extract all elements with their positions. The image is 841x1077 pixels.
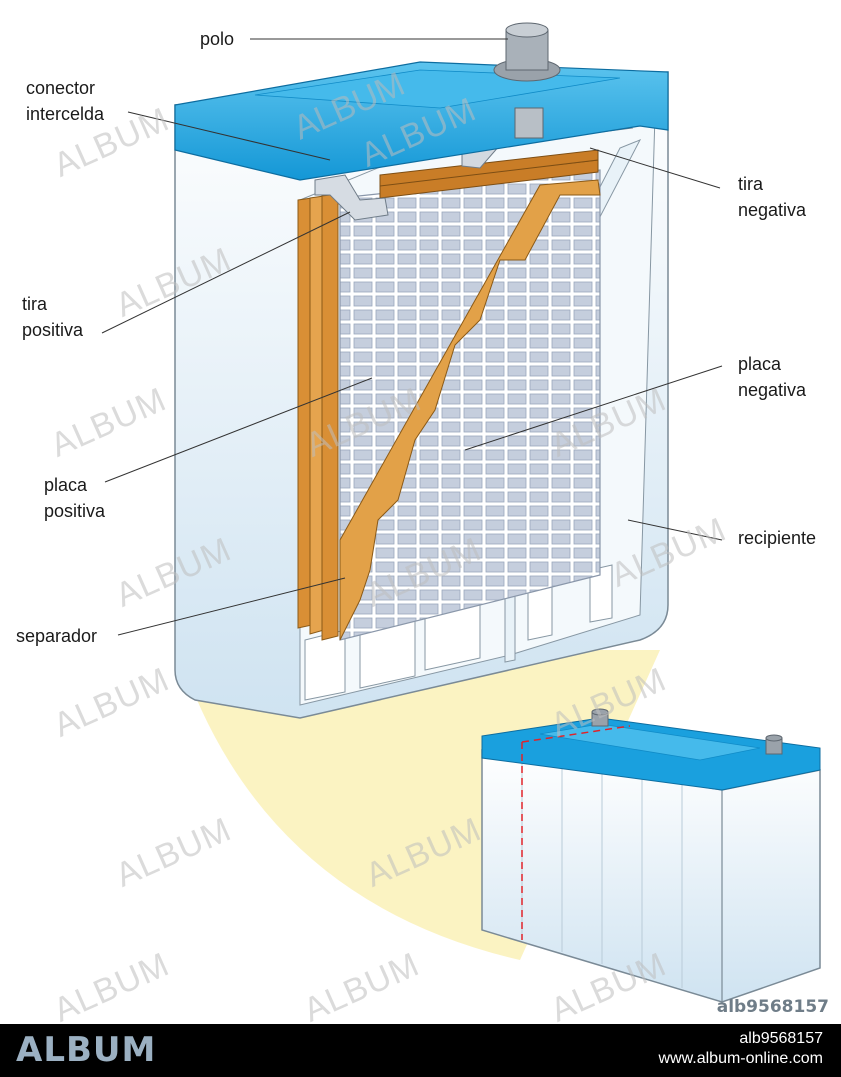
- label-separador: separador: [16, 626, 98, 646]
- label-tira-positiva-line1: tira: [22, 294, 48, 314]
- album-logo[interactable]: ALBUM: [16, 1030, 157, 1070]
- label-tira-positiva-line2: positiva: [22, 320, 84, 340]
- leader-lines: [101, 38, 723, 636]
- footer-bar: ALBUM alb9568157 www.album-online.com: [0, 1024, 841, 1077]
- label-conector-intercelda-line1: conector: [26, 78, 96, 98]
- separator-sheet: [339, 179, 601, 641]
- label-placa-positiva-line2: positiva: [44, 501, 106, 521]
- label-placa-positiva-line1: placa: [44, 475, 88, 495]
- label-recipiente: recipiente: [738, 528, 817, 548]
- label-polo: polo: [200, 29, 235, 49]
- positive-strip: [314, 174, 389, 221]
- footer-url-link[interactable]: www.album-online.com: [658, 1050, 823, 1067]
- battery-cutaway-diagram: ALBUM: [101, 22, 821, 1003]
- label-tira-negativa-line1: tira: [738, 174, 764, 194]
- label-placa-negativa-line1: placa: [738, 354, 782, 374]
- label-placa-negativa-line2: negativa: [738, 380, 807, 400]
- positive-plate-stack: [297, 193, 339, 641]
- footer-image-id: alb9568157: [739, 1030, 823, 1047]
- negative-plate-grid: [339, 169, 601, 641]
- label-tira-negativa-line2: negativa: [738, 200, 807, 220]
- terminal-post: [493, 22, 561, 139]
- label-conector-intercelda-line2: intercelda: [26, 104, 105, 124]
- battery-cell: [174, 22, 669, 719]
- image-code: alb9568157: [716, 997, 829, 1017]
- battery-small: [481, 708, 821, 1003]
